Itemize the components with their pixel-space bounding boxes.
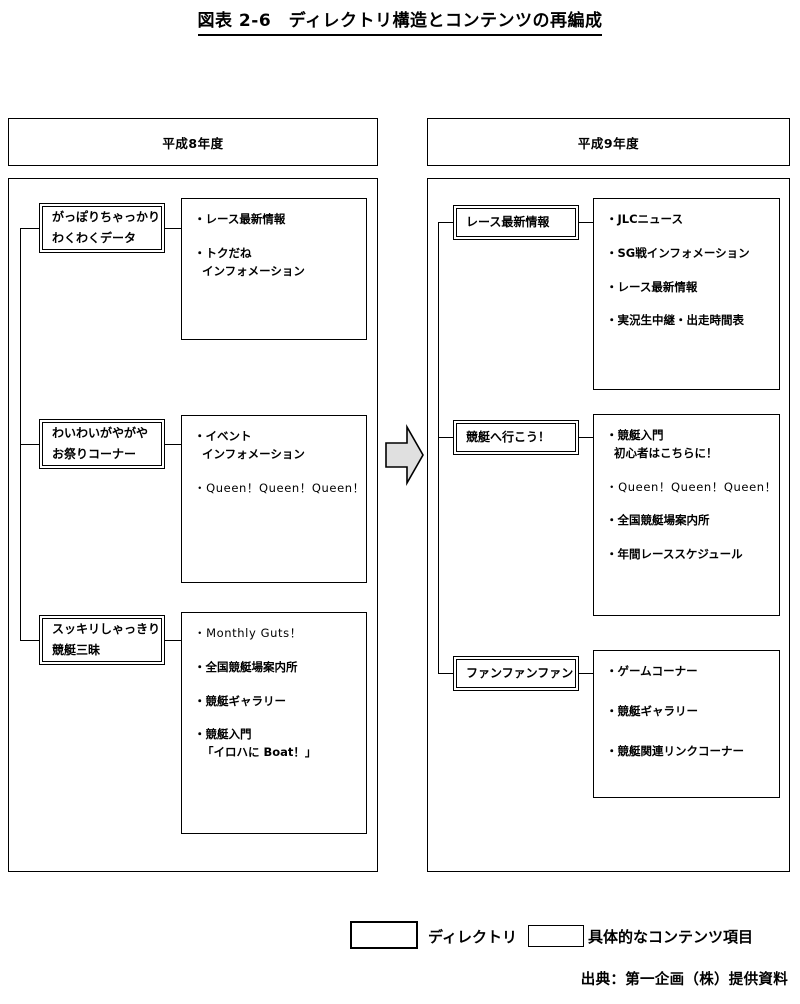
content-item: ・レース最新情報 bbox=[194, 211, 354, 229]
content-item-line1: ・実況生中継・出走時間表 bbox=[606, 313, 744, 328]
connector-link-right-3 bbox=[579, 673, 593, 675]
content-item-line1: ・年間レーススケジュール bbox=[606, 547, 743, 562]
connector-link-right-1 bbox=[579, 222, 593, 224]
content-item: ・Queen！Queen！Queen！ bbox=[194, 480, 365, 498]
content-item-line2: 初心者はこちらに！ bbox=[614, 445, 718, 460]
content-item-line1: ・Monthly Guts！ bbox=[194, 626, 302, 640]
content-item-line1: ・SG戦インフォメーション bbox=[606, 245, 750, 260]
directory-box-right-3-inner: ファンファンファン bbox=[456, 659, 576, 688]
content-item: ・JLCニュース bbox=[606, 211, 767, 229]
content-item-line1: ・レース最新情報 bbox=[194, 212, 286, 226]
legend-swatch-content bbox=[528, 925, 584, 947]
content-item: ・全国競艇場案内所 bbox=[194, 659, 354, 677]
directory-label-line1: レース最新情報 bbox=[466, 215, 550, 229]
content-item-line1: ・レース最新情報 bbox=[606, 279, 698, 294]
content-item: ・競艇入門 初心者はこちらに！ bbox=[606, 427, 767, 463]
legend-swatch-directory bbox=[350, 921, 418, 949]
directory-label-line1: がっぽりちゃっかり bbox=[52, 210, 161, 224]
content-box-right-3[interactable]: ・ゲームコーナー ・競艇ギャラリー ・競艇関連リンクコーナー bbox=[593, 650, 780, 798]
connector-link-right-2 bbox=[579, 437, 593, 439]
content-item-line2: インフォメーション bbox=[202, 263, 305, 278]
content-item: ・競艇関連リンクコーナー bbox=[606, 743, 767, 761]
connector-branch-left-1 bbox=[20, 228, 39, 230]
directory-label-line2: お祭りコーナー bbox=[52, 447, 137, 461]
content-item-line1: ・競艇入門 bbox=[606, 428, 664, 442]
content-item-line1: ・競艇ギャラリー bbox=[606, 703, 698, 718]
directory-label-line2: 競艇三昧 bbox=[52, 643, 101, 657]
content-item: ・トクだね インフォメーション bbox=[194, 245, 354, 281]
content-item-line1: ・Queen！Queen！Queen！ bbox=[606, 479, 777, 494]
content-item-line1: ・ゲームコーナー bbox=[606, 664, 698, 678]
content-item: ・競艇入門 「イロハに Boat！」 bbox=[194, 726, 354, 762]
content-item-line1: ・JLCニュース bbox=[606, 212, 683, 226]
directory-box-right-1[interactable]: レース最新情報 bbox=[453, 205, 579, 240]
content-item: ・Monthly Guts！ bbox=[194, 625, 354, 643]
column-container-left bbox=[8, 178, 378, 872]
column-container-right bbox=[427, 178, 790, 872]
year-header-right-label: 平成9年度 bbox=[577, 135, 640, 151]
directory-box-left-1-inner: がっぽりちゃっかり わくわくデータ bbox=[42, 206, 162, 250]
directory-label-line1: 競艇へ行こう！ bbox=[466, 430, 551, 444]
content-box-right-2[interactable]: ・競艇入門 初心者はこちらに！ ・Queen！Queen！Queen！ ・全国競… bbox=[593, 414, 780, 616]
content-item: ・Queen！Queen！Queen！ bbox=[606, 479, 777, 497]
source-note: 出典：第一企画（株）提供資料 bbox=[580, 972, 788, 988]
legend-label-content: 具体的なコンテンツ項目 bbox=[588, 928, 754, 946]
content-item-line2: インフォメーション bbox=[202, 446, 305, 461]
page-title-text: 図表 2-6 ディレクトリ構造とコンテンツの再編成 bbox=[197, 6, 603, 36]
content-item: ・競艇ギャラリー bbox=[606, 703, 767, 721]
content-item: ・レース最新情報 bbox=[606, 279, 767, 297]
directory-box-left-3-inner: スッキリしゃっきり 競艇三昧 bbox=[42, 618, 162, 662]
content-item: ・全国競艇場案内所 bbox=[606, 512, 767, 530]
content-item-line1: ・競艇ギャラリー bbox=[194, 693, 286, 708]
connector-trunk-left bbox=[20, 228, 22, 640]
content-item-line1: ・競艇入門 bbox=[194, 727, 252, 742]
content-item-line2: 「イロハに Boat！」 bbox=[202, 745, 317, 760]
content-item: ・競艇ギャラリー bbox=[194, 693, 354, 711]
content-box-left-2[interactable]: ・イベント インフォメーション ・Queen！Queen！Queen！ bbox=[181, 415, 367, 583]
directory-box-right-1-inner: レース最新情報 bbox=[456, 208, 576, 237]
content-item: ・実況生中継・出走時間表 bbox=[606, 312, 767, 330]
directory-box-right-3[interactable]: ファンファンファン bbox=[453, 656, 579, 691]
content-item: ・ゲームコーナー bbox=[606, 663, 767, 681]
transition-arrow-icon bbox=[385, 424, 424, 486]
directory-box-right-2[interactable]: 競艇へ行こう！ bbox=[453, 420, 579, 455]
connector-link-left-1 bbox=[165, 228, 181, 230]
content-item: ・SG戦インフォメーション bbox=[606, 245, 767, 263]
directory-label-line1: わいわいがやがや bbox=[52, 426, 149, 440]
legend: ディレクトリ 具体的なコンテンツ項目 bbox=[345, 915, 795, 959]
content-box-left-3[interactable]: ・Monthly Guts！ ・全国競艇場案内所 ・競艇ギャラリー ・競艇入門 … bbox=[181, 612, 367, 834]
connector-link-left-2 bbox=[165, 444, 181, 446]
content-item: ・年間レーススケジュール bbox=[606, 546, 767, 564]
connector-branch-right-1 bbox=[438, 222, 453, 224]
connector-branch-left-3 bbox=[20, 640, 39, 642]
connector-trunk-right bbox=[438, 222, 440, 674]
year-header-right: 平成9年度 bbox=[427, 118, 790, 166]
content-item-line1: ・トクだね bbox=[194, 245, 252, 260]
connector-branch-left-2 bbox=[20, 444, 39, 446]
directory-box-left-1[interactable]: がっぽりちゃっかり わくわくデータ bbox=[39, 203, 165, 253]
legend-label-directory: ディレクトリ bbox=[428, 928, 517, 946]
content-item-line1: ・競艇関連リンクコーナー bbox=[606, 743, 744, 758]
page-title: 図表 2-6 ディレクトリ構造とコンテンツの再編成 bbox=[0, 6, 800, 36]
content-item: ・イベント インフォメーション bbox=[194, 428, 354, 464]
directory-box-left-3[interactable]: スッキリしゃっきり 競艇三昧 bbox=[39, 615, 165, 665]
connector-branch-right-2 bbox=[438, 437, 453, 439]
content-item-line1: ・全国競艇場案内所 bbox=[606, 513, 710, 528]
directory-box-right-2-inner: 競艇へ行こう！ bbox=[456, 423, 576, 452]
directory-box-left-2[interactable]: わいわいがやがや お祭りコーナー bbox=[39, 419, 165, 469]
content-item-line1: ・全国競艇場案内所 bbox=[194, 659, 298, 674]
content-box-right-1[interactable]: ・JLCニュース ・SG戦インフォメーション ・レース最新情報 ・実況生中継・出… bbox=[593, 198, 780, 390]
year-header-left: 平成8年度 bbox=[8, 118, 378, 166]
connector-branch-right-3 bbox=[438, 673, 453, 675]
directory-label-line1: スッキリしゃっきり bbox=[52, 622, 161, 636]
year-header-left-label: 平成8年度 bbox=[162, 135, 224, 151]
directory-label-line1: ファンファンファン bbox=[466, 666, 574, 680]
directory-label-line2: わくわくデータ bbox=[52, 231, 137, 245]
content-item-line1: ・イベント bbox=[194, 429, 252, 443]
connector-link-left-3 bbox=[165, 640, 181, 642]
content-item-line1: ・Queen！Queen！Queen！ bbox=[194, 480, 365, 495]
directory-box-left-2-inner: わいわいがやがや お祭りコーナー bbox=[42, 422, 162, 466]
content-box-left-1[interactable]: ・レース最新情報 ・トクだね インフォメーション bbox=[181, 198, 367, 340]
